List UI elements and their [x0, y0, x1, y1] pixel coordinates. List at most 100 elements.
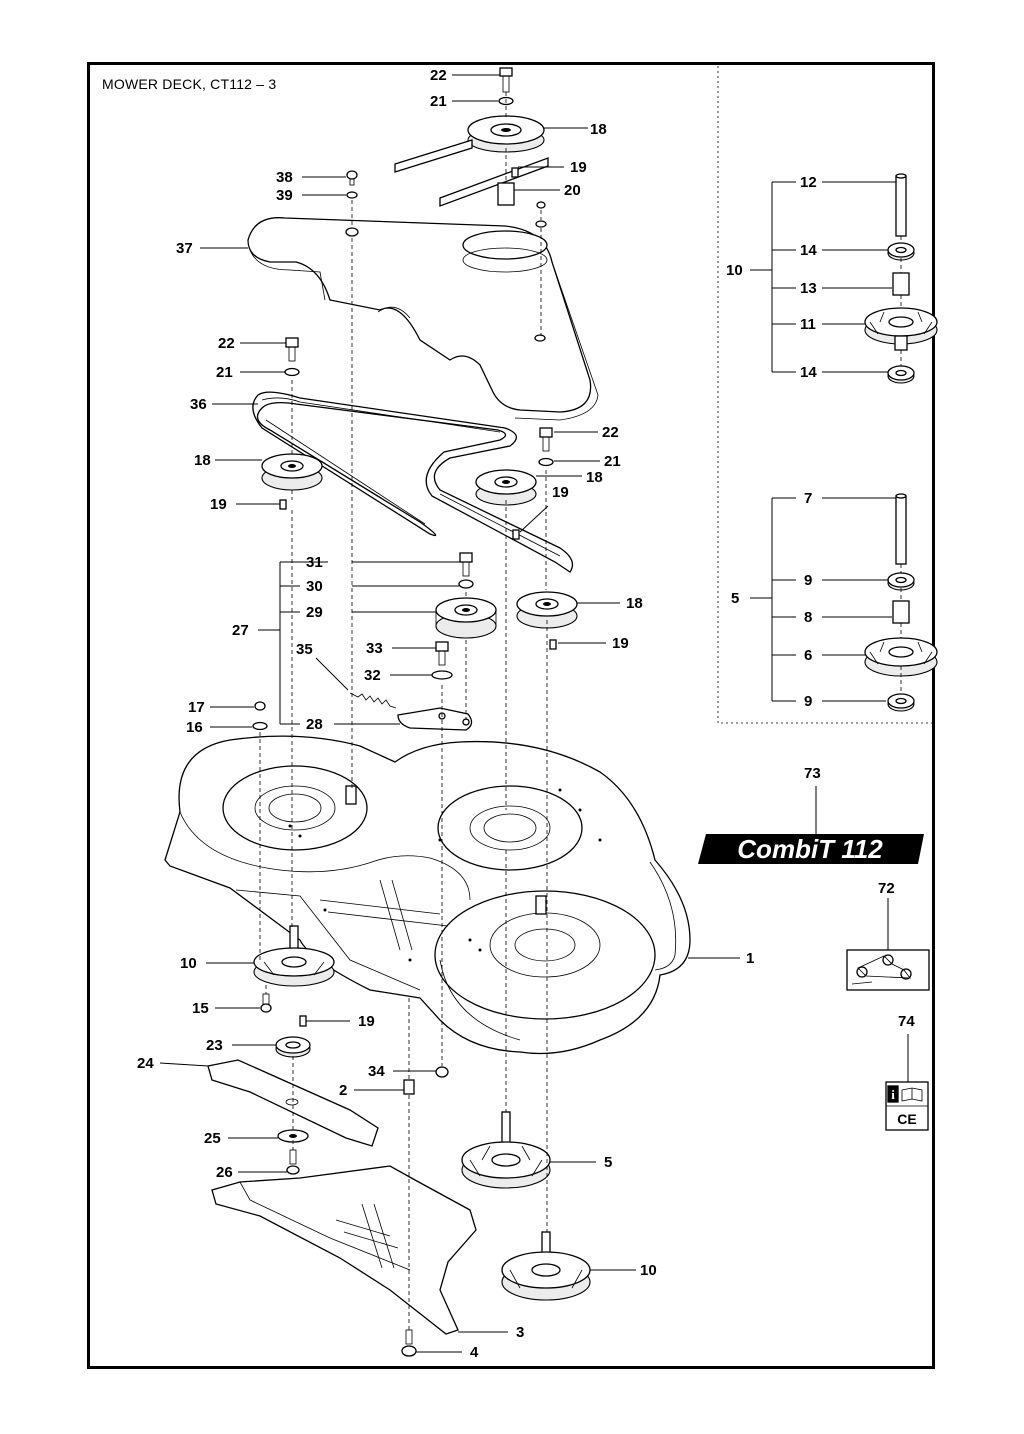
screw-38 — [346, 170, 358, 186]
callout-24: 24 — [137, 1055, 154, 1072]
callout-8: 8 — [804, 609, 812, 626]
belt-cover-37 — [247, 217, 599, 421]
pulley-18-left — [261, 453, 323, 491]
info-icon: i — [891, 1087, 895, 1102]
spacer-2 — [403, 1079, 415, 1095]
callout-26: 26 — [216, 1164, 233, 1181]
washer-30 — [458, 579, 474, 589]
bolt-22-right — [539, 427, 553, 452]
callout-17: 17 — [188, 699, 205, 716]
callout-14: 14 — [800, 364, 817, 381]
belt-segment-top — [394, 139, 473, 173]
callout-2: 2 — [339, 1082, 347, 1099]
callout-35: 35 — [296, 641, 313, 658]
combit-112-decal: CombiT 112 — [698, 834, 924, 864]
callout-37: 37 — [176, 240, 193, 257]
bolt-22-left — [285, 337, 299, 362]
bolt-33 — [435, 641, 449, 666]
idler-arm-28 — [397, 707, 473, 731]
bolt-26 — [286, 1149, 300, 1175]
callout-5: 5 — [604, 1154, 612, 1171]
key-19-center — [512, 529, 520, 540]
shaft-7 — [895, 495, 907, 565]
spacer-13 — [892, 272, 910, 296]
idler-pulley-29 — [435, 597, 497, 639]
spindle-assembly-10-right — [501, 1231, 591, 1301]
inset-spindle-5 — [750, 493, 938, 712]
washer-39 — [346, 191, 358, 199]
mower-deck-1 — [164, 735, 691, 1055]
callout-22: 22 — [430, 67, 447, 84]
belt-routing-decal-72 — [846, 949, 930, 991]
page-title: MOWER DECK, CT112 – 3 — [102, 76, 277, 92]
callout-18: 18 — [194, 452, 211, 469]
spindle-assembly-5 — [461, 1111, 551, 1189]
pulley-18-right — [516, 591, 578, 629]
bolt-15 — [260, 993, 272, 1013]
washer-16 — [252, 721, 268, 731]
callout-20: 20 — [564, 182, 581, 199]
callout-39: 39 — [276, 187, 293, 204]
callout-18: 18 — [626, 595, 643, 612]
nut-17 — [254, 701, 266, 711]
callout-30: 30 — [306, 578, 323, 595]
callout-21: 21 — [430, 93, 447, 110]
callout-9: 9 — [804, 572, 812, 589]
callout-1: 1 — [746, 950, 754, 967]
callout-6: 6 — [804, 647, 812, 664]
blade-24 — [207, 1059, 379, 1147]
callout-10: 10 — [726, 262, 743, 279]
callout-19: 19 — [570, 159, 587, 176]
callout-5: 5 — [731, 590, 739, 607]
callout-28: 28 — [306, 716, 323, 733]
ce-mark: CE — [897, 1111, 916, 1127]
spring-35 — [349, 692, 397, 709]
nut-34 — [435, 1066, 449, 1078]
bolt-22-top — [499, 67, 513, 93]
callout-10: 10 — [640, 1262, 657, 1279]
washer-32 — [431, 670, 453, 680]
bearing-23 — [275, 1036, 311, 1058]
pulley-18-top — [467, 115, 545, 153]
key-19-right — [549, 639, 557, 650]
key-19-top — [511, 167, 519, 178]
callout-3: 3 — [516, 1324, 524, 1341]
pulley-18-center — [475, 469, 537, 506]
callout-18: 18 — [590, 121, 607, 138]
callout-7: 7 — [804, 490, 812, 507]
callout-19: 19 — [552, 484, 569, 501]
callout-21: 21 — [216, 364, 233, 381]
callout-22: 22 — [602, 424, 619, 441]
washer-21-right — [538, 457, 554, 467]
callout-11: 11 — [800, 316, 816, 333]
callout-73: 73 — [804, 765, 821, 782]
callout-29: 29 — [306, 604, 323, 621]
callout-38: 38 — [276, 169, 293, 186]
callout-15: 15 — [192, 1000, 209, 1017]
callout-23: 23 — [206, 1037, 223, 1054]
leader-lines — [159, 74, 636, 1353]
callout-19: 19 — [210, 496, 227, 513]
key-19-left — [279, 499, 287, 510]
callout-31: 31 — [306, 554, 323, 571]
callout-12: 12 — [800, 174, 817, 191]
callout-27: 27 — [232, 622, 249, 639]
washer-21-left — [284, 367, 300, 377]
spacer-8 — [892, 600, 910, 624]
callout-34: 34 — [368, 1063, 385, 1080]
callout-19: 19 — [358, 1013, 375, 1030]
callout-74: 74 — [898, 1013, 915, 1030]
bolt-4 — [401, 1329, 417, 1357]
callout-13: 13 — [800, 280, 817, 297]
bolt-31 — [459, 552, 473, 577]
info-ce-decal-74: i CE — [885, 1081, 929, 1131]
shaft-12 — [895, 175, 907, 237]
v-belt-36 — [252, 391, 574, 573]
callout-21: 21 — [604, 453, 621, 470]
callout-33: 33 — [366, 640, 383, 657]
callout-10: 10 — [180, 955, 197, 972]
key-19-lower — [299, 1015, 307, 1027]
decal-73-text: CombiT 112 — [737, 834, 883, 864]
callout-16: 16 — [186, 719, 203, 736]
